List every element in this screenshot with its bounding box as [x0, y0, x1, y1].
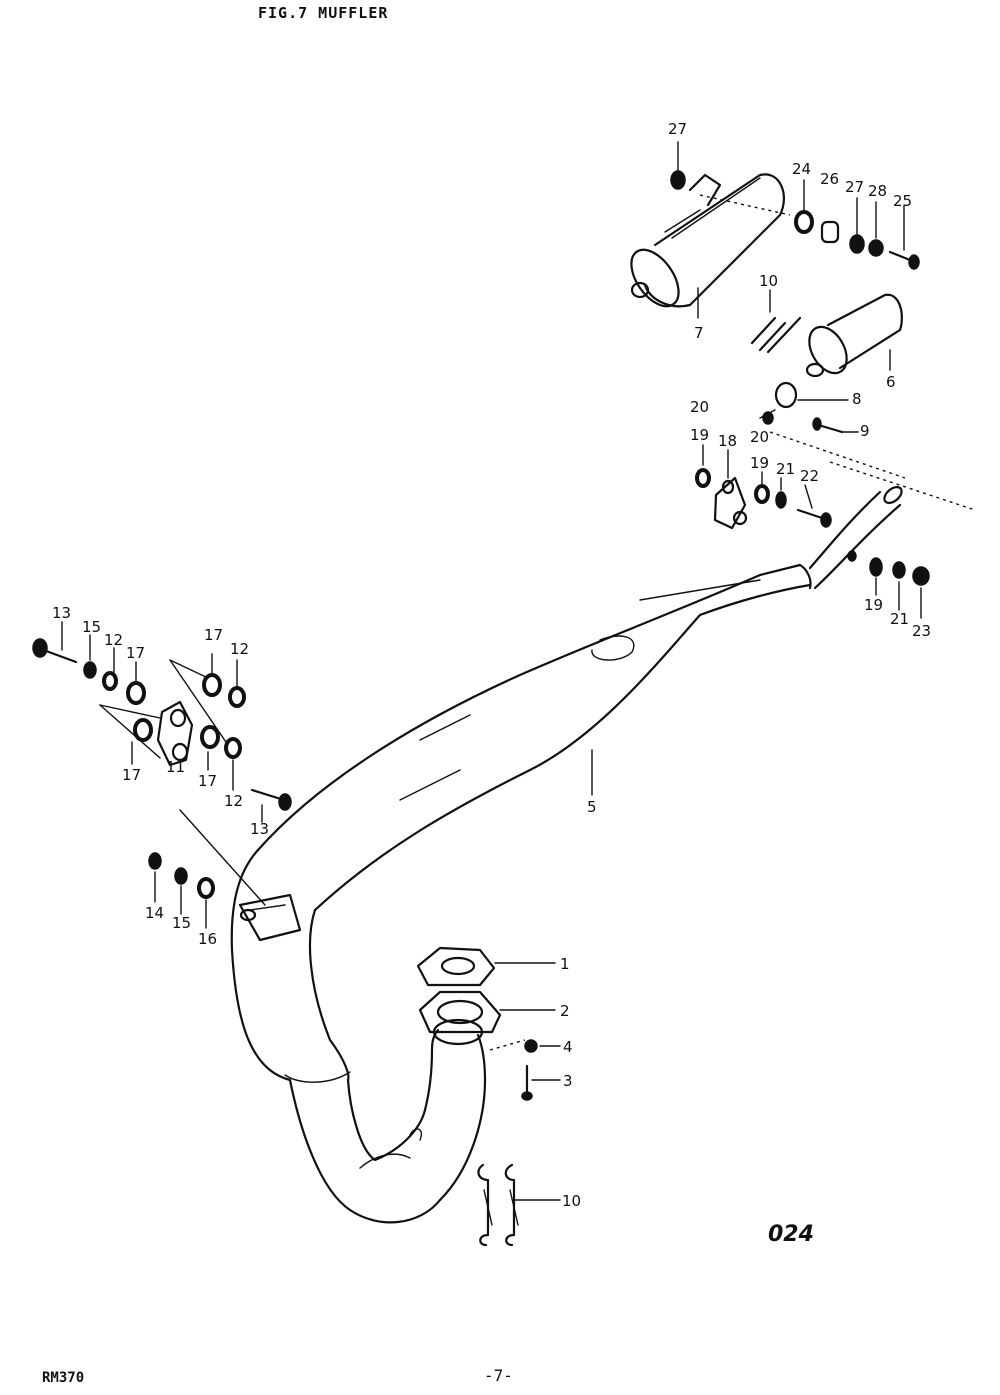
callout-13b: 13 — [250, 820, 269, 838]
callout-1: 1 — [560, 955, 570, 973]
figure-title: FIG.7 MUFFLER — [258, 4, 389, 22]
callout-17a: 17 — [126, 644, 145, 662]
callout-19c: 19 — [864, 596, 883, 614]
callout-labels: 27 24 26 27 28 25 7 10 6 8 9 20 19 18 20… — [52, 120, 931, 1210]
callout-27a: 27 — [668, 120, 687, 138]
callout-19a: 19 — [690, 426, 709, 444]
figure-code: 024 — [768, 1222, 814, 1247]
callout-15b: 15 — [172, 914, 191, 932]
callout-11: 11 — [166, 758, 185, 776]
model-name: RM370 — [42, 1370, 85, 1386]
callout-14: 14 — [145, 904, 164, 922]
callout-6: 6 — [886, 373, 896, 391]
callout-19b: 19 — [750, 454, 769, 472]
callout-17d: 17 — [198, 772, 217, 790]
callout-24: 24 — [792, 160, 811, 178]
head-pipe-section — [409, 946, 502, 1202]
callout-23: 23 — [912, 622, 931, 640]
callout-8: 8 — [852, 390, 862, 408]
callout-16: 16 — [198, 930, 217, 948]
callout-7: 7 — [694, 324, 704, 342]
callout-5: 5 — [587, 798, 597, 816]
callout-28: 28 — [868, 182, 887, 200]
callout-10b: 10 — [562, 1192, 581, 1210]
callout-9: 9 — [860, 422, 870, 440]
callout-3: 3 — [563, 1072, 573, 1090]
callout-22: 22 — [800, 467, 819, 485]
callout-27b: 27 — [845, 178, 864, 196]
callout-12c: 12 — [224, 792, 243, 810]
callout-12b: 12 — [230, 640, 249, 658]
silencer-part-7 — [630, 173, 785, 308]
callout-21b: 21 — [890, 610, 909, 628]
leader-lines — [61, 141, 976, 1201]
callout-26: 26 — [820, 170, 839, 188]
expansion-chamber-part-5 — [230, 485, 903, 1224]
hardware-items — [32, 170, 930, 1247]
callout-4: 4 — [563, 1038, 573, 1056]
callout-20a: 20 — [690, 398, 709, 416]
callout-21a: 21 — [776, 460, 795, 478]
callout-25: 25 — [893, 192, 912, 210]
callout-10a: 10 — [759, 272, 778, 290]
callout-12a: 12 — [104, 631, 123, 649]
callout-2: 2 — [560, 1002, 570, 1020]
inner-silencer-part-6 — [805, 293, 903, 378]
callout-18: 18 — [718, 432, 737, 450]
callout-17b: 17 — [204, 626, 223, 644]
callout-20b: 20 — [750, 428, 769, 446]
callout-17c: 17 — [122, 766, 141, 784]
page-number: -7- — [484, 1366, 513, 1385]
callout-13a: 13 — [52, 604, 71, 622]
callout-15a: 15 — [82, 618, 101, 636]
